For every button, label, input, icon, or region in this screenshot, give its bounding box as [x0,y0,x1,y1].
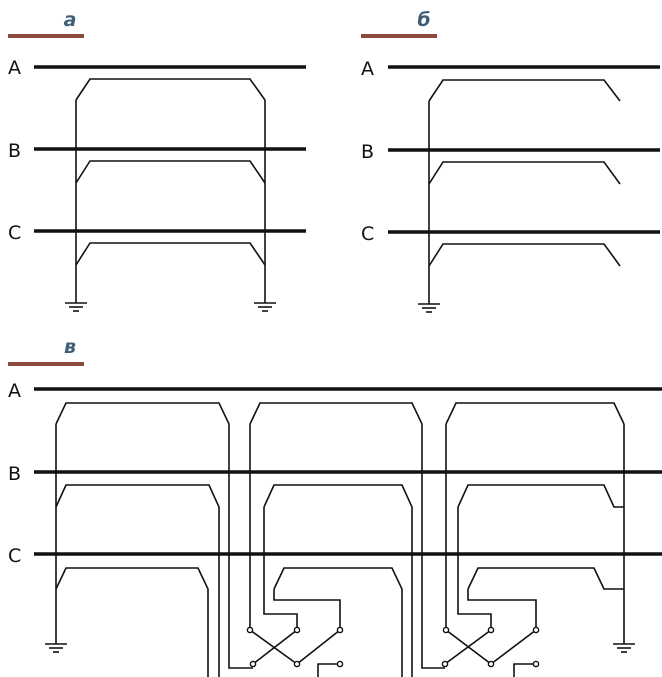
panel-v-phase-b-label: B [8,463,21,485]
panel-a-phase-a-label: A [8,57,21,79]
panel-v-s3-lead-2 [457,507,492,630]
panel-v-s2-cross-1 [249,629,298,665]
panel-v-phase-c-label: C [8,545,21,567]
panel-b-loop-b [428,161,621,185]
panel-a-phase-c-label: C [8,222,21,244]
panel-b-loop-a [428,79,621,102]
panel-v-label: в [64,336,76,358]
panel-v-label-bar [8,362,84,366]
terminal-node [487,626,495,634]
panel-v-s1-loop-c [55,567,209,677]
terminal-node [293,626,301,634]
panel-v-section-2 [246,402,445,677]
panel-a-label: а [64,9,77,31]
panel-a-loop-b [75,160,266,184]
terminal-node [532,660,540,668]
ground-icon [45,643,67,653]
panel-v-section-3 [441,402,625,677]
panel-v-s3-cross-2 [444,629,492,665]
terminal-node [532,626,540,634]
panel-v-s3-cross-3 [490,629,537,665]
panel-v-s3-lead-3 [467,589,537,630]
terminal-node [336,626,344,634]
terminal-node [293,660,301,668]
panel-v-s2-cross-3 [296,629,341,665]
panel-a: а A B C [8,9,306,312]
panel-v-s2-cross-2 [252,629,298,665]
panel-b-label: б [417,9,430,31]
panel-b: б A B C [361,9,660,313]
terminal-node [249,660,257,668]
panel-a-label-bar [8,34,84,38]
terminal-node [442,626,450,634]
panel-v-s2-loop-a [249,402,445,669]
ground-icon [254,302,276,312]
panel-b-phase-a-label: A [361,58,374,80]
panel-v-phase-a-label: A [8,380,21,402]
panel-a-phase-b-label: B [8,140,21,162]
terminal-node [441,660,449,668]
panel-v-s3-loop-a [445,402,625,425]
panel-b-phase-b-label: B [361,141,374,163]
panel-v-s1-loop-b [55,484,220,677]
panel-v-s2-tail [317,663,340,677]
ground-icon [418,303,440,313]
panel-v-s2-loop-c [273,567,403,677]
ground-icon [613,643,635,653]
panel-a-loop-a [75,78,266,101]
panel-v-s1-loop-a [55,402,253,669]
panel-v-section-1 [55,402,253,677]
panel-b-loop-c [428,243,621,267]
ground-icon [65,302,87,312]
panel-b-label-bar [361,34,437,38]
terminal-node [487,660,495,668]
panel-v: в A B C [8,336,662,677]
terminal-node [336,660,344,668]
panel-v-s2-lead-2 [263,507,298,630]
panel-v-s3-tail [513,663,536,677]
terminal-node [246,626,254,634]
panel-v-s2-loop-b [263,484,413,677]
panel-b-phase-c-label: C [361,223,374,245]
panel-a-loop-c [75,242,266,266]
panel-v-s3-loop-b [457,484,624,508]
panel-v-s2-lead-3 [273,589,341,630]
panel-v-s3-loop-c [467,567,624,590]
